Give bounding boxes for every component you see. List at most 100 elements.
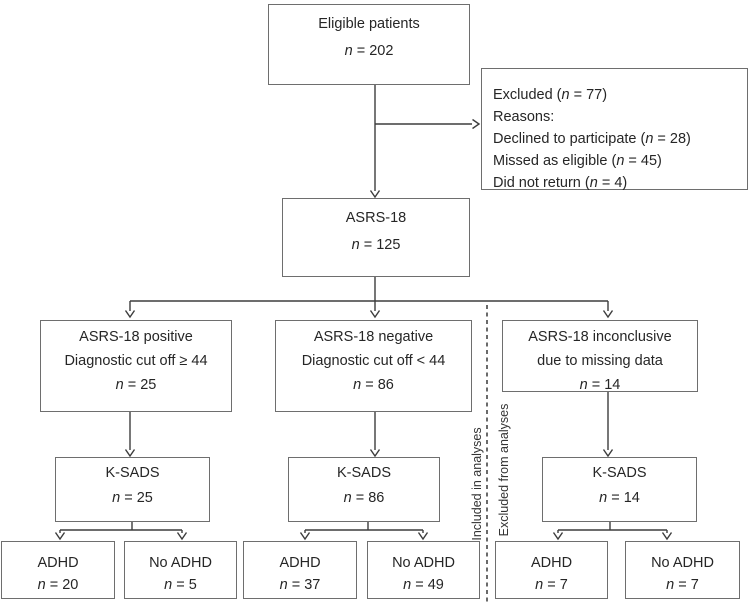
n-symbol: n (279, 577, 288, 593)
box-title: ASRS-18 (345, 210, 407, 226)
n-symbol: n (645, 131, 654, 147)
label-included-in-analyses: Included in analyses (470, 427, 484, 541)
label-excluded-from-analyses: Excluded from analyses (497, 403, 511, 537)
box-n-line: n = 20 (2, 574, 114, 596)
n-symbol: n (403, 577, 412, 593)
n-value: = 7 (674, 577, 699, 593)
line-text: Did not return ( (493, 175, 590, 191)
box-n-line: n = 37 (244, 574, 356, 596)
n-symbol: n (589, 175, 598, 191)
box-subtitle: due to missing data (537, 353, 663, 369)
arrowhead-down-icon (602, 310, 614, 319)
arrowhead-down-icon (417, 532, 429, 541)
excluded-line: Declined to participate (n = 28) (493, 128, 739, 150)
box-asrs18-inconclusive: ASRS-18 inconclusive due to missing data… (502, 320, 698, 393)
n-symbol: n (112, 490, 121, 506)
n-value: = 86 (351, 490, 385, 506)
n-symbol: n (344, 43, 353, 59)
excluded-line: Missed as eligible (n = 45) (493, 150, 739, 172)
box-adhd-positive: ADHD n = 20 (1, 541, 115, 599)
arrowhead-down-icon (369, 449, 381, 458)
box-title: ASRS-18 inconclusive (528, 329, 672, 345)
arrowhead-down-icon (124, 449, 136, 458)
box-noadhd-negative: No ADHD n = 49 (367, 541, 480, 599)
box-asrs18-positive: ASRS-18 positive Diagnostic cut off ≥ 44… (40, 320, 232, 412)
n-symbol: n (351, 237, 360, 253)
excluded-line: Excluded (n = 77) (493, 84, 739, 106)
excluded-line: Reasons: (493, 106, 739, 128)
box-ksads-negative: K-SADS n = 86 (288, 457, 440, 522)
box-title: ADHD (37, 555, 79, 571)
box-title: K-SADS (337, 465, 391, 481)
arrowhead-down-icon (661, 532, 673, 541)
box-n-line: n = 49 (368, 574, 479, 596)
n-symbol: n (666, 577, 675, 593)
arrowhead-down-icon (552, 532, 564, 541)
box-title: No ADHD (149, 555, 212, 571)
box-n-line: n = 14 (503, 373, 697, 397)
box-asrs18-negative: ASRS-18 negative Diagnostic cut off < 44… (275, 320, 472, 412)
line-text: Missed as eligible ( (493, 153, 617, 169)
box-title: K-SADS (592, 465, 647, 481)
n-symbol: n (599, 490, 608, 506)
arrowhead-right-icon (472, 118, 481, 130)
box-n-line: n = 202 (269, 38, 469, 65)
n-value: = 7 (543, 577, 568, 593)
arrowhead-down-icon (369, 190, 381, 199)
n-value: = 125 (359, 237, 401, 253)
box-title: ADHD (279, 555, 321, 571)
arrowhead-down-icon (602, 449, 614, 458)
box-n-line: n = 86 (276, 373, 471, 397)
arrowhead-down-icon (176, 532, 188, 541)
box-n-line: n = 25 (56, 486, 209, 511)
box-ksads-positive: K-SADS n = 25 (55, 457, 210, 522)
n-value: = 202 (352, 43, 394, 59)
box-n-line: n = 7 (496, 574, 607, 596)
n-value: = 45) (624, 153, 662, 169)
line-text: Declined to participate ( (493, 131, 646, 147)
n-value: = 25 (123, 377, 157, 393)
box-adhd-inconclusive: ADHD n = 7 (495, 541, 608, 599)
box-n-line: n = 14 (543, 486, 696, 511)
n-symbol: n (561, 87, 570, 103)
box-n-line: n = 125 (283, 232, 469, 259)
box-excluded: Excluded (n = 77) Reasons: Declined to p… (481, 68, 748, 191)
n-value: = 86 (361, 377, 394, 393)
box-n-line: n = 86 (289, 486, 439, 511)
arrowhead-down-icon (299, 532, 311, 541)
box-title: No ADHD (392, 555, 455, 571)
n-value: = 77) (569, 87, 608, 103)
n-symbol: n (616, 153, 625, 169)
n-symbol: n (579, 377, 588, 393)
n-symbol: n (353, 377, 362, 393)
box-title: K-SADS (105, 465, 160, 481)
box-subtitle: Diagnostic cut off < 44 (301, 353, 446, 369)
box-ksads-inconclusive: K-SADS n = 14 (542, 457, 697, 522)
box-title: ADHD (530, 555, 573, 571)
box-asrs18: ASRS-18 n = 125 (282, 198, 470, 277)
arrowhead-down-icon (369, 310, 381, 319)
box-noadhd-positive: No ADHD n = 5 (124, 541, 237, 599)
connector-ksads3-split (557, 522, 668, 533)
box-title: ASRS-18 positive (79, 329, 193, 345)
n-symbol: n (115, 377, 124, 393)
n-symbol: n (343, 490, 352, 506)
box-title: Eligible patients (318, 16, 420, 32)
line-text: Reasons: (493, 109, 555, 125)
n-value: = 14 (607, 490, 640, 506)
box-title: No ADHD (651, 555, 714, 571)
box-noadhd-inconclusive: No ADHD n = 7 (625, 541, 740, 599)
n-symbol: n (535, 577, 544, 593)
n-value: = 49 (411, 577, 444, 593)
n-value: = 28) (653, 131, 691, 147)
n-value: = 14 (587, 377, 621, 393)
box-subtitle: Diagnostic cut off ≥ 44 (64, 353, 208, 369)
n-symbol: n (37, 577, 46, 593)
connector-ksads2-split (304, 522, 424, 533)
n-value: = 25 (120, 490, 153, 506)
box-n-line: n = 7 (626, 574, 739, 596)
excluded-line: Did not return (n = 4) (493, 172, 739, 194)
n-value: = 5 (172, 577, 197, 593)
box-title: ASRS-18 negative (313, 329, 434, 345)
